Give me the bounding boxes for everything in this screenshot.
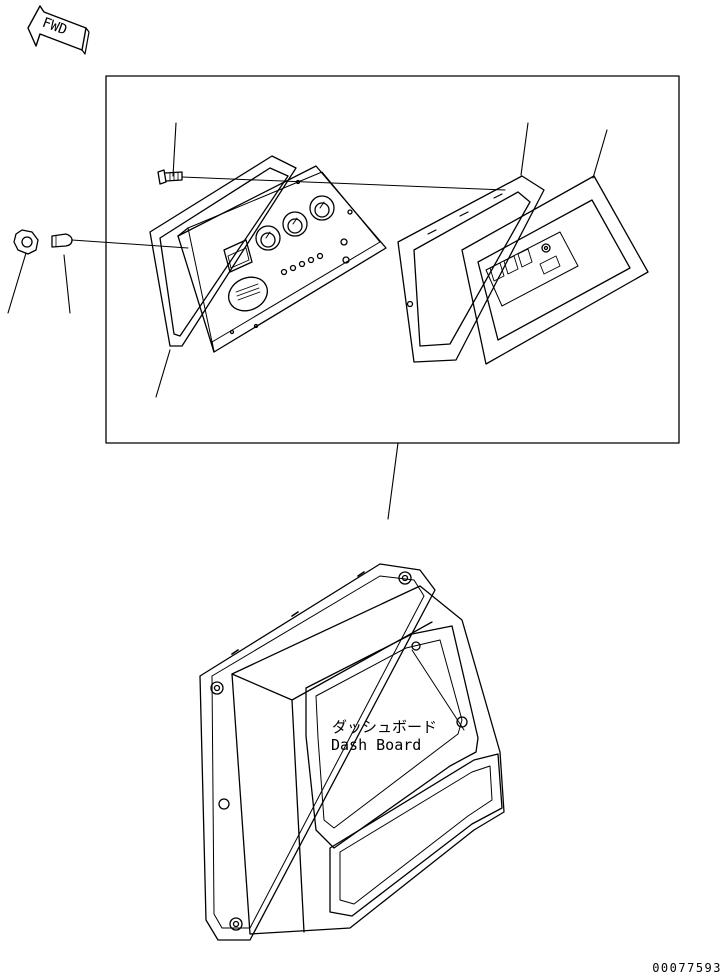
fwd-direction-marker: FWD xyxy=(27,5,90,55)
dash-board-label-jp: ダッシュボード xyxy=(332,718,437,736)
assembly-lines xyxy=(71,176,506,249)
gasket-icon xyxy=(149,155,297,347)
callout-leaders xyxy=(7,122,608,520)
cover-panel-icon xyxy=(397,175,545,363)
switch-bezel-icon xyxy=(461,175,649,365)
socket-icon xyxy=(13,229,39,255)
dash-board-label-en: Dash Board xyxy=(331,736,421,754)
bulb-icon xyxy=(51,233,73,248)
assembly-frame xyxy=(105,75,680,444)
drawing-number: 00077593 xyxy=(652,961,722,975)
forward-arrow-icon xyxy=(27,5,87,51)
instrument-panel-icon xyxy=(177,165,387,353)
bolt-icon xyxy=(157,169,183,185)
dash-board-housing-icon xyxy=(199,563,505,941)
